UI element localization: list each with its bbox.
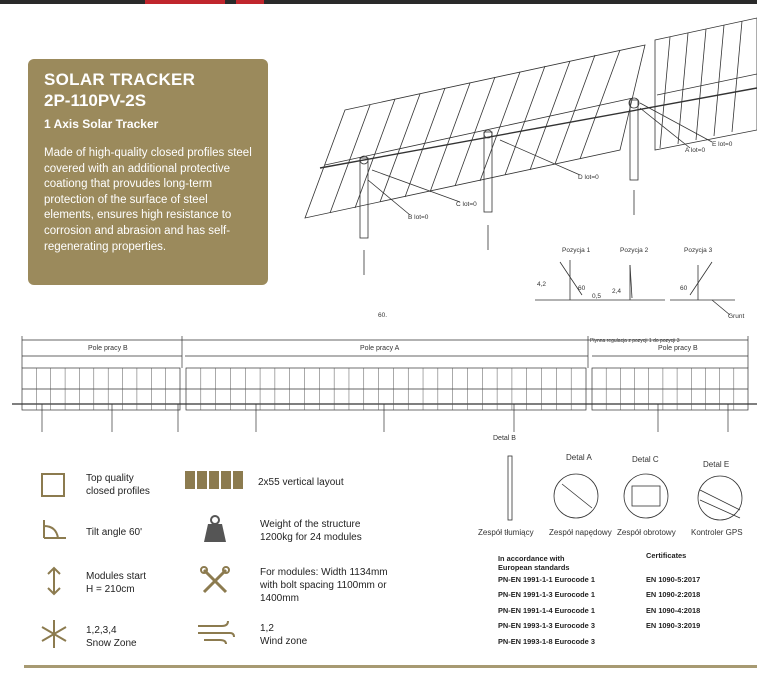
label-pos1-val: 4,2 <box>537 281 546 288</box>
product-card: SOLAR TRACKER 2P-110PV-2S 1 Axis Solar T… <box>28 59 268 285</box>
label-lot-d: D lot=0 <box>578 174 599 181</box>
certificates-heading: Certificates <box>646 551 687 560</box>
label-lot-b: B lot=0 <box>408 214 429 221</box>
label-grunt: Grunt <box>728 313 744 320</box>
label-zespol-tlumiacy: Zespół tłumiący <box>478 528 534 537</box>
label-lot-e: E lot=0 <box>712 141 733 148</box>
panel-array-right <box>654 17 757 151</box>
feature-closed-profiles: Top quality closed profiles <box>86 473 150 497</box>
product-subtitle: 1 Axis Solar Tracker <box>44 117 159 131</box>
label-regulation-note: Płynna regulacja z pozycji 1 do pozycji … <box>590 338 680 344</box>
feature-vertical-layout: 2x55 vertical layout <box>258 477 344 488</box>
label-dim-60: 60. <box>378 312 387 319</box>
certificate-row-2: EN 1090-2:2018 <box>646 590 701 599</box>
label-pos1-val2: 60 <box>578 285 586 292</box>
label-detal-c: Detal C <box>632 455 659 464</box>
label-lot-a: A lot=0 <box>685 147 705 154</box>
product-title: SOLAR TRACKER <box>44 70 196 89</box>
gps-detail-drawing <box>697 475 743 521</box>
certificate-row-3: EN 1090-4:2018 <box>646 606 701 615</box>
standard-row-1: PN-EN 1991-1-1 Eurocode 1 <box>498 575 595 584</box>
standard-row-2: PN-EN 1991-1-3 Eurocode 1 <box>498 590 595 599</box>
panel-layout-icon <box>185 471 243 489</box>
bottom-rule <box>24 665 757 668</box>
label-pos1: Pozycja 1 <box>562 247 591 254</box>
top-bar-accent-small <box>236 0 264 4</box>
top-bar-accent <box>145 0 225 4</box>
product-model: 2P-110PV-2S <box>44 91 147 110</box>
rotation-detail-drawing <box>623 473 669 519</box>
label-field-b-right: Pole pracy B <box>658 345 698 352</box>
position-diagrams <box>535 260 735 316</box>
drive-detail-drawing <box>553 473 599 519</box>
label-pos3: Pozycja 3 <box>684 247 713 254</box>
snowflake-icon <box>41 620 67 648</box>
feature-wind-zone: 1,2 Wind zone <box>260 623 308 647</box>
feature-weight: Weight of the structure 1200kg for 24 mo… <box>260 519 362 543</box>
label-zespol-obrotowy: Zespół obrotowy <box>617 528 676 537</box>
feature-snow-zone: 1,2,3,4 Snow Zone <box>86 625 137 649</box>
label-pos3-val: 60 <box>680 285 688 292</box>
standard-row-5: PN-EN 1993-1-8 Eurocode 3 <box>498 637 595 646</box>
square-outline-icon <box>41 473 65 497</box>
feature-modules-start: Modules start H = 210cm <box>86 571 147 595</box>
standard-row-4: PN-EN 1993-1-3 Eurocode 3 <box>498 621 595 630</box>
label-detal-b: Detal B <box>493 435 516 442</box>
label-detal-a: Detal A <box>566 453 592 462</box>
label-detal-e: Detal E <box>703 460 730 469</box>
feature-tilt-angle: Tilt angle 60' <box>86 527 143 538</box>
weight-icon <box>204 515 226 542</box>
top-bar <box>0 0 757 4</box>
tilt-angle-icon <box>43 520 66 539</box>
label-lot-c: C lot=0 <box>456 201 477 208</box>
label-field-a: Pole pracy A <box>360 345 400 352</box>
certificate-row-4: EN 1090-3:2019 <box>646 621 701 630</box>
vertical-arrows-icon <box>47 566 61 596</box>
label-kontroler-gps: Kontroler GPS <box>691 528 743 537</box>
detail-drawings <box>507 455 743 521</box>
wind-icon <box>198 620 235 645</box>
label-pos1-val3: 0,5 <box>592 293 601 300</box>
label-zespol-napedowy: Zespół napędowy <box>549 528 612 537</box>
standard-row-3: PN-EN 1991-1-4 Eurocode 1 <box>498 606 595 615</box>
standards-heading: In accordance with European standards <box>498 554 570 572</box>
certificate-row-1: EN 1090-5:2017 <box>646 575 701 584</box>
tools-icon <box>200 566 230 594</box>
panel-array-left <box>304 44 646 219</box>
feature-module-width: For modules: Width 1134mm with bolt spac… <box>260 567 388 604</box>
label-pos2: Pozycja 2 <box>620 247 649 254</box>
label-pos2-val: 2,4 <box>612 288 621 295</box>
damper-drawing <box>507 455 513 521</box>
tracker-posts <box>359 97 640 275</box>
product-description: Made of high-quality closed profiles ste… <box>44 147 252 253</box>
label-field-b-left: Pole pracy B <box>88 345 128 352</box>
